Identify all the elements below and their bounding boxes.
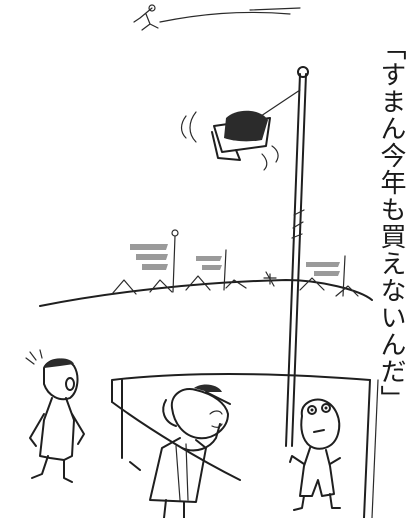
wall	[111, 373, 379, 518]
child-figure	[289, 398, 341, 511]
speech-caption: 「すまん今年も買えないんだ」	[376, 34, 406, 412]
flagpole	[285, 66, 309, 447]
flying-figure	[133, 4, 301, 31]
flying-hat-icon	[180, 89, 301, 171]
surprised-man	[25, 349, 85, 483]
father-figure	[149, 384, 231, 518]
hills	[39, 279, 373, 307]
distant-village	[111, 229, 359, 297]
